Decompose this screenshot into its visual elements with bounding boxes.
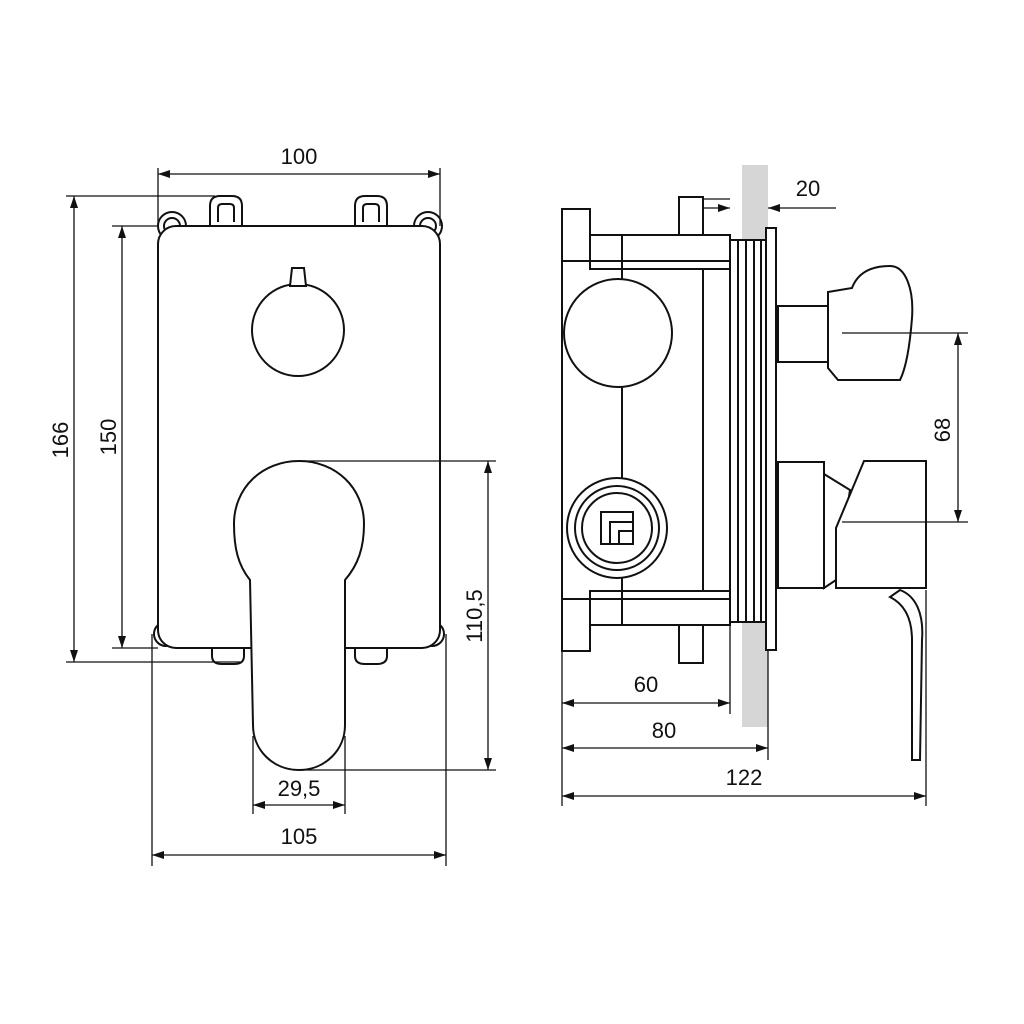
dim-front-top-width: 100 <box>281 144 318 169</box>
dim-wall-thickness: 20 <box>796 176 820 201</box>
mixer-lever <box>232 459 366 772</box>
dim-depth-to-wall: 80 <box>652 718 676 743</box>
side-mixer-lever <box>777 460 927 761</box>
inlet-port <box>566 477 668 579</box>
dim-front-bottom-width: 105 <box>281 824 318 849</box>
front-dimension-lines <box>70 170 492 859</box>
outlet-port <box>563 278 673 388</box>
dim-total-depth: 122 <box>726 765 763 790</box>
dim-box-depth: 60 <box>634 672 658 697</box>
valve-housing <box>561 196 731 664</box>
diverter-knob <box>251 267 345 377</box>
dim-handle-spacing: 68 <box>930 418 955 442</box>
side-diverter-knob <box>777 264 914 381</box>
dim-lever-width: 29,5 <box>278 776 321 801</box>
side-extension-lines <box>561 198 968 806</box>
threaded-sleeve <box>729 227 777 651</box>
dim-front-outer-height: 166 <box>48 422 73 459</box>
dim-front-plate-height: 150 <box>96 419 121 456</box>
side-dimension-lines <box>562 204 962 800</box>
dim-lever-height: 110,5 <box>462 589 487 642</box>
side-view: 20 68 60 80 122 <box>561 165 968 806</box>
front-view: 100 166 150 110,5 29,5 105 <box>48 144 496 866</box>
